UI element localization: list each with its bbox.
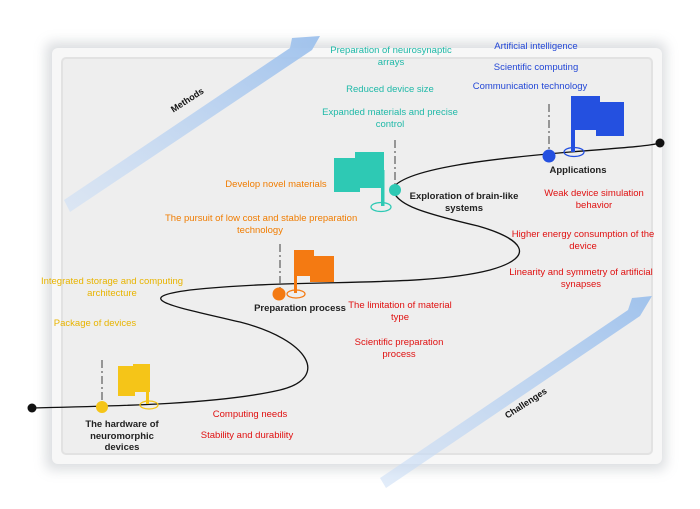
challenge-text: type <box>391 311 409 323</box>
challenge-text: Scientific preparation <box>354 337 444 348</box>
hardware-flag-icon <box>118 364 150 404</box>
hardware-dot <box>96 401 108 413</box>
panel-inner <box>61 57 653 455</box>
curve-end-dot <box>655 138 665 148</box>
hardware-challenge-label: Stability and durability <box>200 430 294 441</box>
preparation-challenge-label: The limitation of material type <box>338 300 462 323</box>
applications-flag-icon <box>571 96 624 152</box>
exploration-challenge-label: Weak device simulation behavior <box>524 188 664 211</box>
method-text: arrays <box>377 56 405 68</box>
exploration-challenge-label: Linearity and symmetry of artificial syn… <box>504 267 658 290</box>
challenge-text: Linearity and symmetry of artificial <box>509 267 653 278</box>
challenge-text: process <box>382 348 416 360</box>
method-text: The pursuit of low cost and stable prepa… <box>165 213 358 224</box>
hardware-method-label: Integrated storage and computing archite… <box>22 276 202 299</box>
exploration-method-label: Preparation of neurosynaptic arrays <box>316 45 466 68</box>
curve-start-dot <box>27 403 37 413</box>
preparation-dot <box>272 287 286 301</box>
challenge-text: behavior <box>575 199 613 211</box>
methods-arrow <box>64 36 320 212</box>
hardware-stage-title: The hardware of neuromorphic devices <box>72 419 172 454</box>
preparation-method-label: The pursuit of low cost and stable prepa… <box>165 213 358 236</box>
challenge-text: Higher energy consumption of the <box>511 229 655 240</box>
exploration-stage-title: Exploration of brain-like systems <box>398 191 530 214</box>
roadmap-curve <box>31 142 661 409</box>
preparation-method-label: Develop novel materials <box>225 179 327 190</box>
method-text: architecture <box>87 287 137 299</box>
method-text: control <box>375 118 405 130</box>
exploration-flag-icon <box>334 152 385 206</box>
method-text: Expanded materials and precise <box>322 107 458 118</box>
exploration-challenge-label: Higher energy consumption of the device <box>506 229 660 252</box>
method-text: Integrated storage and computing <box>40 276 184 287</box>
application-item-label: Scientific computing <box>493 62 579 73</box>
challenge-text: device <box>569 240 597 252</box>
exploration-method-label: Expanded materials and precise control <box>310 107 470 130</box>
hardware-title-line: neuromorphic <box>90 430 154 442</box>
hardware-challenge-label: Computing needs <box>212 409 288 420</box>
applications-stage-title: Applications <box>549 165 607 176</box>
challenge-text: synapses <box>560 278 602 290</box>
exploration-dot <box>389 184 401 196</box>
challenge-text: Weak device simulation <box>544 188 644 199</box>
hardware-title-line: The hardware of <box>85 419 159 430</box>
exploration-title-line: Exploration of brain-like <box>409 191 519 202</box>
method-text: technology <box>237 224 283 236</box>
application-item-label: Communication technology <box>472 81 588 92</box>
preparation-challenge-label: Scientific preparation process <box>344 337 454 360</box>
exploration-title-line: systems <box>444 202 484 214</box>
preparation-flag-icon <box>294 250 334 293</box>
exploration-method-label: Reduced device size <box>346 84 434 95</box>
applications-dot <box>542 149 556 163</box>
preparation-stage-title: Preparation process <box>254 303 346 314</box>
hardware-title-line: devices <box>104 442 140 453</box>
application-item-label: Artificial intelligence <box>494 41 578 52</box>
challenge-text: The limitation of material <box>348 300 452 311</box>
hardware-method-label: Package of devices <box>53 318 137 329</box>
challenges-arrow <box>380 296 652 488</box>
method-text: Preparation of neurosynaptic <box>330 45 452 56</box>
